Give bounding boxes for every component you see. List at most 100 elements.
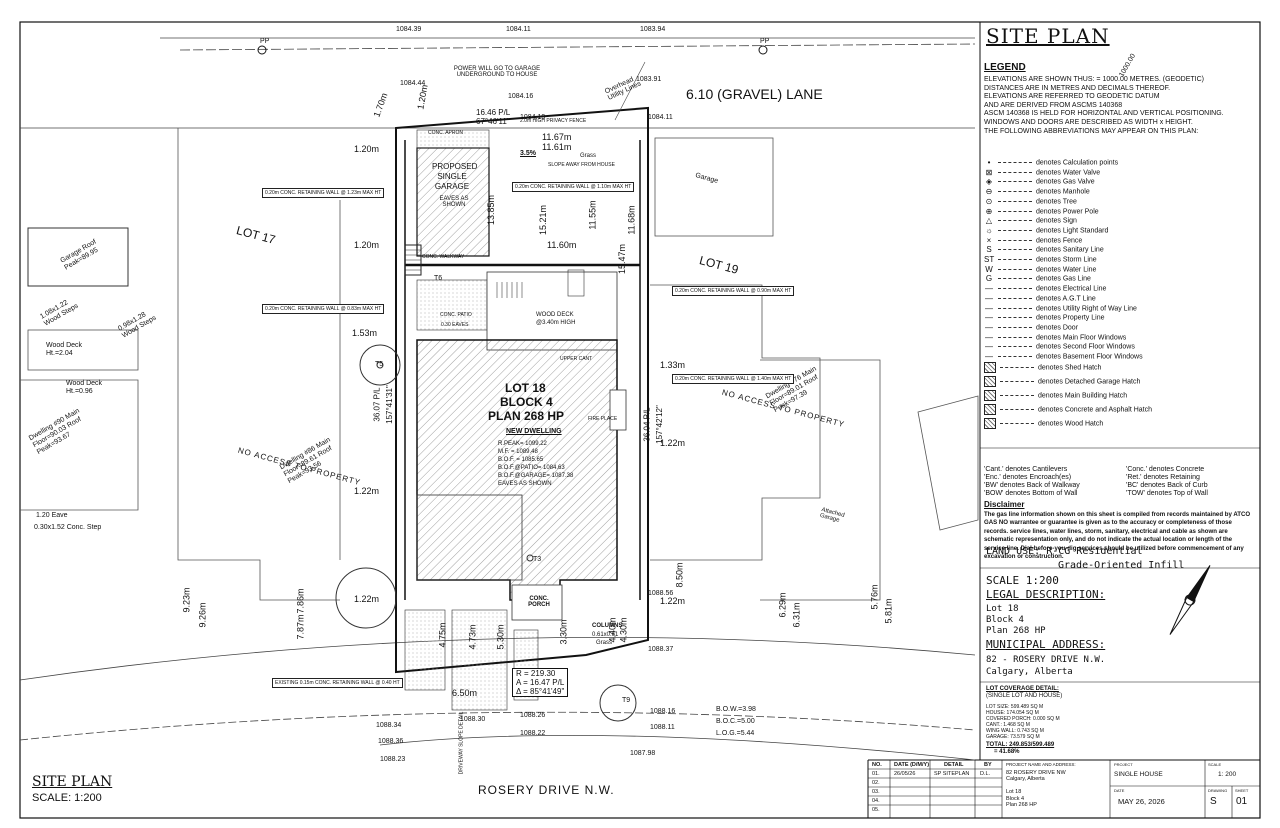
legend-item: ◈denotes Gas Valve [984,177,1095,186]
legend-label: denotes Storm Line [1036,256,1097,264]
hatch-swatch-icon [984,404,996,415]
lot-number: LOT 18 [505,381,546,395]
legend-label: denotes Light Standard [1036,227,1109,235]
wood-deck: WOOD DECK [536,312,574,318]
coverage-pct: = 41.68% [994,749,1020,755]
title-block-cell: D.L. [980,771,991,777]
ret-wall-note-6: EXISTING 0.15m CONC. RETAINING WALL @ 0.… [272,678,403,688]
conc-patio: CONC. PATIO [440,312,472,318]
wood-deck-left2: Wood Deck Ht.=0.96 [66,380,103,395]
upper-cant: UPPER CANT [560,356,593,362]
abbr-bw: 'BW' denotes Back of Walkway [984,482,1080,489]
legend-hatch-item: denotes Wood Hatch [984,418,1103,429]
hatch-swatch-icon [984,390,996,401]
municipal-street: 82 - ROSERY DRIVE N.W. [986,655,1106,665]
power-pole-2: PP [760,38,770,45]
ret-wall-note-4: 0.20m CONC. RETAINING WALL @ 0.83m MAX H… [262,304,385,314]
tb-scale: 1: 200 [1218,771,1237,778]
tb-project-city: Calgary, Alberta [1006,776,1045,783]
disclaimer-title: Disclaimer [984,500,1025,509]
legend-hatch-label: denotes Wood Hatch [1038,420,1104,428]
legend-symbol-icon: ST [984,255,995,264]
legend-leader [998,356,1032,357]
ret-wall-note-3: 0.20m CONC. RETAINING WALL @ 0.90m MAX H… [672,286,795,296]
legend-hatch-item: denotes Concrete and Asphalt Hatch [984,404,1152,415]
panel-title: SITE PLAN [986,24,1110,48]
legend-note-4: AND ARE DERIVED FROM ASCMS 140368 [984,101,1123,109]
columns-label: COLUMNS [592,623,623,629]
legend-leader [998,210,1032,212]
curve-radius: R = 219.30 [516,669,556,678]
legend-symbol-icon: — [985,332,993,342]
legend-leader [1000,423,1034,424]
dim-13: 11.60m [547,240,577,250]
tb-project: 82 ROSERY DRIVE NW Calgary, Alberta Lot … [1006,770,1066,808]
legend-symbol-icon: ⊕ [985,206,993,216]
legend-item: — denotes A.G.T Line [984,294,1096,303]
abbr-left: 'Cant.' denotes Cantilevers 'Enc.' denot… [984,466,1080,498]
hatch-swatch-icon [984,362,996,373]
tb-project-plan: Plan 268 HP [1006,802,1037,809]
legend-hatch-label: denotes Detached Garage Hatch [1038,378,1141,386]
dwelling-stats: R.PEAK= 1099.22 M.F. = 1089.48 B.O.F. = … [498,440,573,488]
municipal-city: Calgary, Alberta [986,667,1073,677]
dim-25: 4.30m [618,617,629,643]
legend-label: denotes Water Line [1036,266,1097,274]
coverage-porch: COVERED PORCH: 0.000 SQ M [986,716,1060,722]
elev-bot-11: 1088.56 [648,590,674,597]
power-note: POWER WILL GO TO GARAGE UNDERGROUND TO H… [453,66,541,78]
legend-label: denotes Sign [1036,217,1077,225]
legend-item: •denotes Calculation points [984,158,1119,167]
legend-leader [1000,395,1034,396]
legend-symbol-icon: W [985,264,993,274]
elev-bot-8: 1087.98 [630,750,656,757]
wood-deck-height: @3.40m HIGH [536,320,576,326]
tb-scale-label: SCALE [1208,762,1222,767]
legend-symbol-icon: — [985,352,993,361]
title-block-cell: 02. [872,780,880,786]
dim-33: 5.76m [869,584,880,610]
log-label: L.O.G.=5.44 [716,730,755,737]
power-pole-1: PP [260,38,270,45]
legend-item: ⊖denotes Manhole [984,187,1090,196]
legend-leader [998,346,1032,348]
legend-symbol-icon: — [985,303,993,313]
legal-title: LEGAL DESCRIPTION: [986,588,1106,601]
tb-project-street: 82 ROSERY DRIVE NW [1006,770,1066,776]
dim-28: 7.86m [295,588,306,614]
legend-note-1: ELEVATIONS ARE SHOWN THUS: = 1000.00 MET… [984,76,1204,83]
conc-apron: CONC. APRON [428,130,464,136]
abbr-cant: 'Cant.' denotes Cantilevers [984,466,1068,473]
legend-item: △denotes Sign [984,216,1077,225]
municipal-address: 82 - ROSERY DRIVE N.W. Calgary, Alberta [986,654,1105,678]
curve-data: R = 219.30 A = 16.47 P/L Δ = 85°41'49" [512,668,569,697]
legend-item: ⊙denotes Tree [984,197,1077,206]
ret-wall-text-6: EXISTING 0.15m CONC. RETAINING WALL @ 0.… [275,680,400,686]
legend-label: denotes Manhole [1036,188,1090,196]
tb-h-date: DATE (D/M/Y) [894,762,930,768]
tb-sheet: S [1210,796,1217,807]
ret-wall-note-5: 0.20m CONC. RETAINING WALL @ 1.40m MAX H… [672,374,795,384]
legend-symbol-icon: ⊙ [985,196,993,206]
elev-top-7: 1084.19 [520,114,546,121]
dim-19: 8.50m [674,562,685,588]
dim-16: 11.55m [587,200,598,230]
tb-project-lot: Lot 18 [1006,789,1022,796]
legend-label: denotes Sanitary Line [1036,246,1104,254]
legend-symbol-icon: — [985,293,993,303]
pl-right: 36.04 P/L [642,407,652,442]
title-block-cell: 01. [872,771,880,777]
coverage-sub: (SINGLE LOT AND HOUSE) [986,693,1063,699]
legend-item: ☼denotes Light Standard [984,226,1108,235]
scale-label: SCALE: 1:200 [32,792,102,804]
tb-project-label: PROJECT NAME AND ADDRESS: [1006,762,1076,767]
legal-description: Lot 18 Block 4 Plan 268 HP [986,604,1046,637]
garage-eaves: EAVES AS SHOWN [439,196,469,208]
legend-label: denotes A.G.T Line [1036,295,1096,303]
legend-leader [1000,367,1034,368]
block-number: BLOCK 4 [500,395,553,409]
tree-t9: T9 [622,697,631,704]
conc-porch: CONC. PORCH [528,596,550,608]
